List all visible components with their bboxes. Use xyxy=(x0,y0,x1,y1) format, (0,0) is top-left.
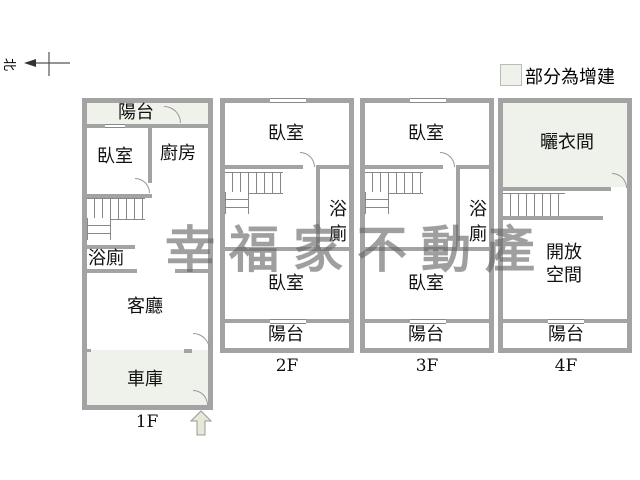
label-laundry: 曬衣間 xyxy=(540,132,594,153)
label-balcony: 陽台 xyxy=(548,324,584,345)
label-bath-2: 廁 xyxy=(329,224,347,245)
legend-label: 部分為增建 xyxy=(525,67,615,88)
label-bedroom-top: 臥室 xyxy=(408,123,444,144)
room-garage xyxy=(87,350,208,405)
label-open-space-1: 開放 xyxy=(546,242,582,263)
label-bedroom-bottom: 臥室 xyxy=(408,273,444,294)
floor-label-4f: 4F xyxy=(554,356,578,376)
label-balcony: 陽台 xyxy=(118,102,154,123)
label-living-room: 客廳 xyxy=(127,296,163,317)
label-bedroom-top: 臥室 xyxy=(268,123,304,144)
north-label: 北 xyxy=(1,57,17,72)
label-bedroom: 臥室 xyxy=(97,146,133,167)
label-bath: 浴廁 xyxy=(88,248,124,269)
floor-2f-plan xyxy=(220,98,354,353)
label-balcony: 陽台 xyxy=(408,324,444,345)
label-kitchen: 廚房 xyxy=(160,143,196,164)
room-laundry xyxy=(503,103,627,187)
label-bath-2: 廁 xyxy=(469,224,487,245)
floor-label-1f: 1F xyxy=(135,412,159,432)
floor-label-2f: 2F xyxy=(275,356,299,376)
floor-label-3f: 3F xyxy=(415,356,439,376)
label-garage: 車庫 xyxy=(127,369,163,390)
label-balcony: 陽台 xyxy=(268,324,304,345)
label-bath-1: 浴 xyxy=(329,199,347,220)
staircase xyxy=(225,172,283,194)
floor-3f-plan xyxy=(360,98,494,353)
watermark: 幸福家不動產 xyxy=(165,221,549,279)
label-bedroom-bottom: 臥室 xyxy=(268,273,304,294)
label-open-space-2: 空間 xyxy=(546,265,582,286)
compass: 北 xyxy=(1,52,72,76)
staircase xyxy=(87,198,145,220)
north-arrow-icon xyxy=(24,52,70,76)
staircase xyxy=(365,172,423,194)
label-bath-1: 浴 xyxy=(469,199,487,220)
legend-swatch xyxy=(500,64,522,86)
entrance-arrow-icon xyxy=(190,410,212,436)
